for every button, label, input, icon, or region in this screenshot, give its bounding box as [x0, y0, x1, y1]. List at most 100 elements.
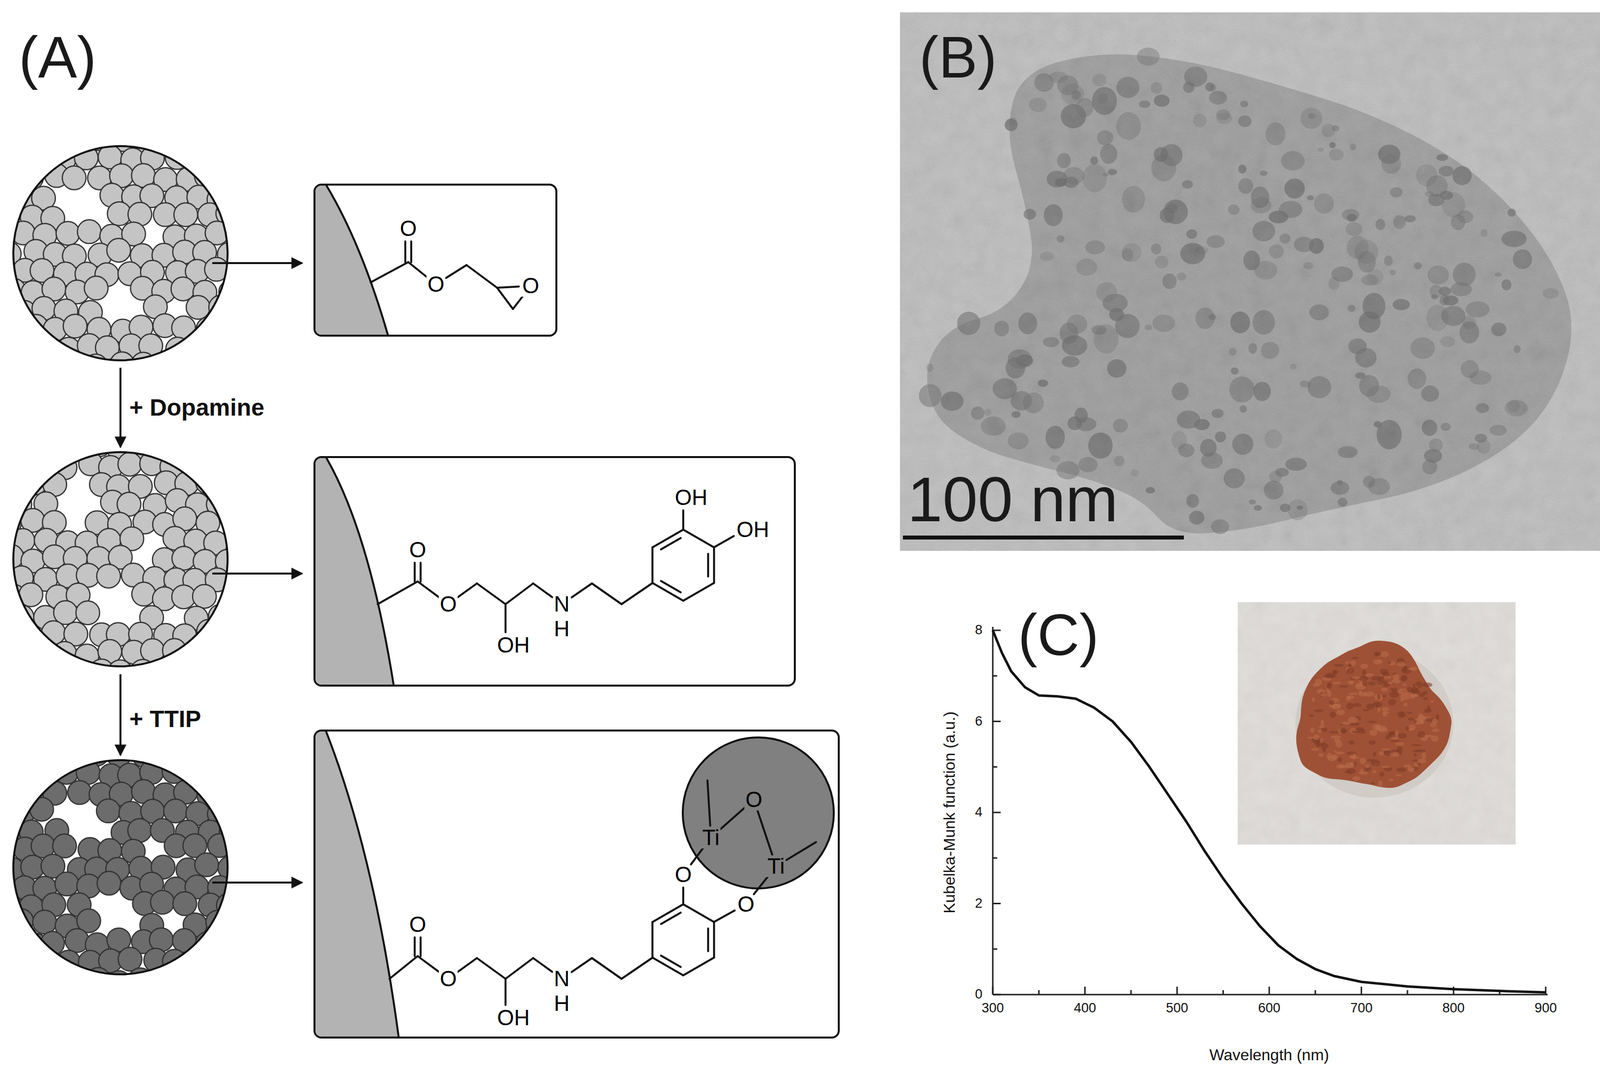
atom-label: H: [552, 992, 571, 1015]
particle-cluster: [0, 432, 239, 684]
chemical-bond: [370, 262, 409, 283]
x-tick: [1360, 986, 1363, 995]
chemical-bond: [512, 295, 524, 310]
y-tick-label: 4: [975, 805, 983, 820]
x-tick: [1268, 986, 1271, 995]
chemical-bond: [683, 529, 714, 548]
nanoparticle: [131, 582, 156, 607]
tem-noise: [899, 12, 1600, 551]
chemical-bond: [706, 553, 709, 577]
atom-label: Ti: [766, 855, 786, 878]
tem-background: [899, 12, 1600, 551]
x-tick: [1130, 990, 1132, 995]
chemical-bond: [404, 241, 407, 263]
chemical-bond: [712, 922, 715, 958]
y-tick: [992, 675, 998, 677]
nanoparticle: [19, 165, 44, 190]
x-tick: [1176, 986, 1178, 995]
nanoparticle: [192, 584, 217, 609]
nanoparticle: [172, 892, 197, 916]
chemical-bond: [476, 583, 506, 605]
nanoparticle: [195, 853, 219, 877]
chemical-bond: [707, 780, 711, 826]
nanoparticle: [106, 238, 131, 263]
atom-label: OH: [496, 634, 531, 657]
nanoparticle: [63, 314, 87, 339]
nanoparticle: [55, 872, 79, 897]
chemical-bond: [497, 286, 519, 288]
chemical-bond: [683, 583, 714, 601]
y-tick: [992, 994, 1001, 996]
x-tick: [992, 986, 994, 995]
nanoparticle: [110, 351, 134, 376]
cluster-ground: [13, 452, 228, 667]
atom-label: O: [736, 893, 756, 916]
nanoparticle: [171, 585, 196, 609]
cluster-outline: [13, 760, 228, 975]
chemical-bond: [713, 910, 735, 923]
nanoparticle: [62, 165, 86, 190]
structure-drawing: [315, 458, 794, 685]
surface-group-box: O O O: [313, 183, 558, 337]
nanoparticle: [0, 895, 24, 919]
chemical-bond: [706, 928, 709, 952]
atom-label: O: [521, 274, 541, 297]
chemical-bond: [504, 978, 507, 1006]
y-tick: [992, 902, 1001, 905]
titania-particle: TiOTi: [681, 736, 835, 890]
x-tick: [1222, 990, 1224, 995]
chemical-bond: [505, 583, 534, 605]
chemical-bond: [651, 547, 654, 584]
step-arrow: [119, 367, 122, 448]
x-tick-label: 700: [1350, 1001, 1373, 1016]
nanoparticle: [162, 638, 187, 663]
pointer-arrow: [212, 881, 303, 884]
structure-drawing: [315, 185, 556, 335]
particle-surface: [313, 729, 400, 1039]
chemical-bond: [621, 957, 653, 979]
nanoparticle: [97, 871, 121, 896]
chemical-bond: [661, 581, 681, 593]
chemical-bond: [757, 810, 773, 856]
nanoparticle: [0, 545, 24, 569]
chemical-bond: [457, 958, 477, 973]
chemical-bond: [651, 922, 654, 958]
x-tick: [1038, 990, 1040, 995]
nanoparticle: [56, 221, 80, 246]
particle-cluster: [0, 742, 243, 995]
chemical-bond: [504, 604, 507, 633]
nanoparticle: [96, 564, 121, 588]
atom-label: O: [744, 788, 764, 811]
paper-background: [1237, 602, 1516, 845]
atom-label: OH: [496, 1007, 531, 1029]
chemical-bond: [419, 562, 422, 582]
x-tick-label: 600: [1257, 1001, 1281, 1016]
atom-label: OH: [735, 518, 771, 541]
x-tick-label: 500: [1166, 1001, 1189, 1016]
nanoparticle: [117, 452, 142, 477]
atom-label: O: [398, 217, 418, 240]
chemical-bond: [712, 547, 715, 584]
chemical-bond: [377, 581, 418, 605]
atom-label: O: [426, 273, 446, 296]
paper-texture: [1237, 602, 1516, 845]
chemical-bond: [417, 581, 439, 598]
chemical-bond: [417, 956, 439, 973]
chemical-bond: [683, 904, 714, 923]
atom-label: O: [408, 913, 428, 936]
chemical-bond: [445, 265, 467, 278]
chemical-bond: [661, 955, 681, 968]
chemical-bond: [466, 265, 498, 288]
y-tick-label: 0: [975, 987, 983, 1003]
chemical-bond: [533, 583, 553, 598]
panel-label: (C): [1017, 603, 1099, 668]
y-tick: [992, 812, 1001, 814]
nanoparticle: [172, 929, 196, 953]
chemical-bond: [683, 957, 714, 976]
chemical-bond: [682, 510, 685, 530]
nanoparticle: [196, 317, 221, 342]
nanoparticle: [130, 659, 155, 684]
nanoparticle: [195, 932, 220, 956]
axis-title: Wavelength (nm): [1209, 1046, 1329, 1064]
cluster-outline: [13, 452, 228, 667]
